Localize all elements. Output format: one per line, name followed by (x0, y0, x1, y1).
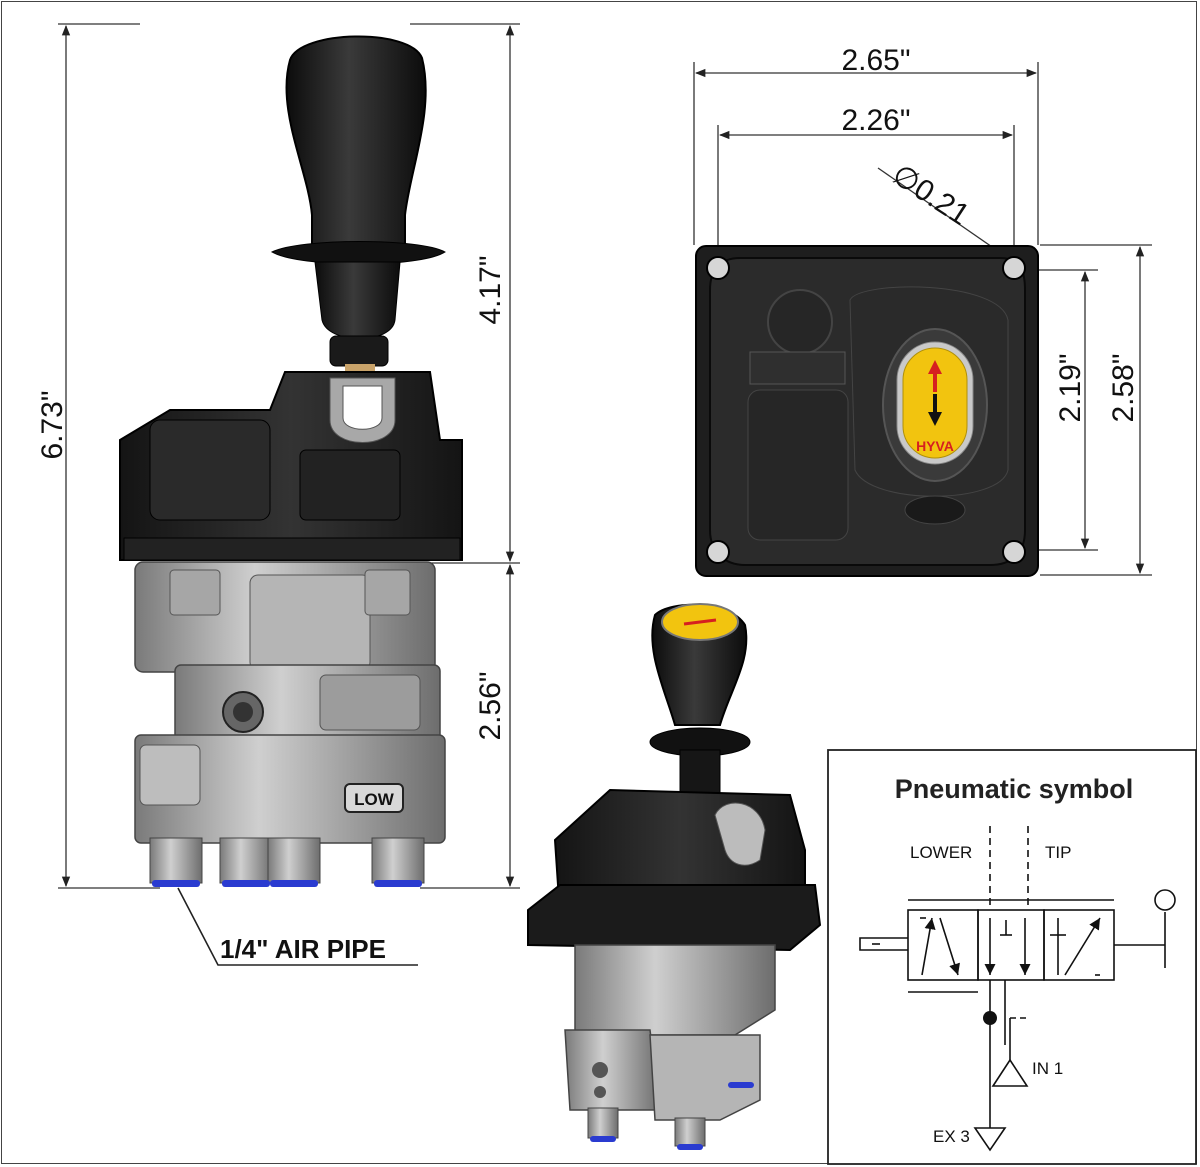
ex-port-label: EX 3 (933, 1127, 970, 1146)
mount-hole (1002, 256, 1026, 280)
inner-width-label: 2.26" (841, 104, 910, 137)
mount-hole (706, 540, 730, 564)
upper-height-dimension (410, 23, 520, 889)
lower-label: LOWER (910, 843, 972, 862)
junction-dot (983, 1011, 997, 1025)
hole-diameter-label: ∅0.21 (886, 158, 975, 232)
fitting-marker (728, 1082, 754, 1088)
fitting-marker (677, 1144, 703, 1150)
in-port-label: IN 1 (1032, 1059, 1063, 1078)
air-pipe-leader (177, 887, 418, 966)
mount-hole (706, 256, 730, 280)
overall-height-dimension (58, 23, 160, 889)
valve-housing (119, 371, 463, 561)
iso-plate (527, 884, 822, 952)
air-fittings (149, 837, 425, 887)
top-view: 2.65" 2.26" ∅0.21 2.19" 2.58" (693, 44, 1152, 577)
fitting-marker (590, 1136, 616, 1142)
inner-height-dimension (1030, 269, 1098, 551)
handle-knob-icon (1154, 889, 1176, 911)
embossed-text-area (749, 351, 846, 385)
down-arrow-icon (928, 394, 942, 426)
inner-height-label: 2.19" (1054, 353, 1087, 422)
pneumatic-title: Pneumatic symbol (895, 774, 1134, 804)
lever-knob (270, 35, 446, 376)
indicator-window: HYVA (896, 341, 974, 465)
hole-diameter-leader (877, 167, 1009, 259)
mount-hole (1002, 540, 1026, 564)
outer-width-label: 2.65" (841, 44, 910, 77)
outer-height-dimension (1040, 244, 1152, 576)
low-tag-label: LOW (354, 790, 395, 809)
isometric-view (527, 603, 822, 1150)
outer-width-dimension (693, 62, 1039, 245)
brand-logo: HYVA (916, 438, 954, 454)
overall-height-label: 6.73" (36, 390, 69, 459)
pilot-cap (767, 289, 833, 355)
outer-height-label: 2.58" (1107, 353, 1140, 422)
air-pipe-label: 1/4" AIR PIPE (220, 934, 386, 964)
tip-label: TIP (1045, 843, 1071, 862)
pneumatic-symbol-panel: Pneumatic symbol LOWER TIP (827, 749, 1197, 1165)
front-view: 6.73" 4.17" 2.56" (36, 23, 520, 966)
valve-body: LOW (134, 561, 446, 844)
upper-height-label: 4.17" (474, 255, 507, 324)
up-arrow-icon (928, 360, 942, 392)
lower-height-label: 2.56" (474, 671, 507, 740)
inner-width-dimension (717, 125, 1015, 258)
